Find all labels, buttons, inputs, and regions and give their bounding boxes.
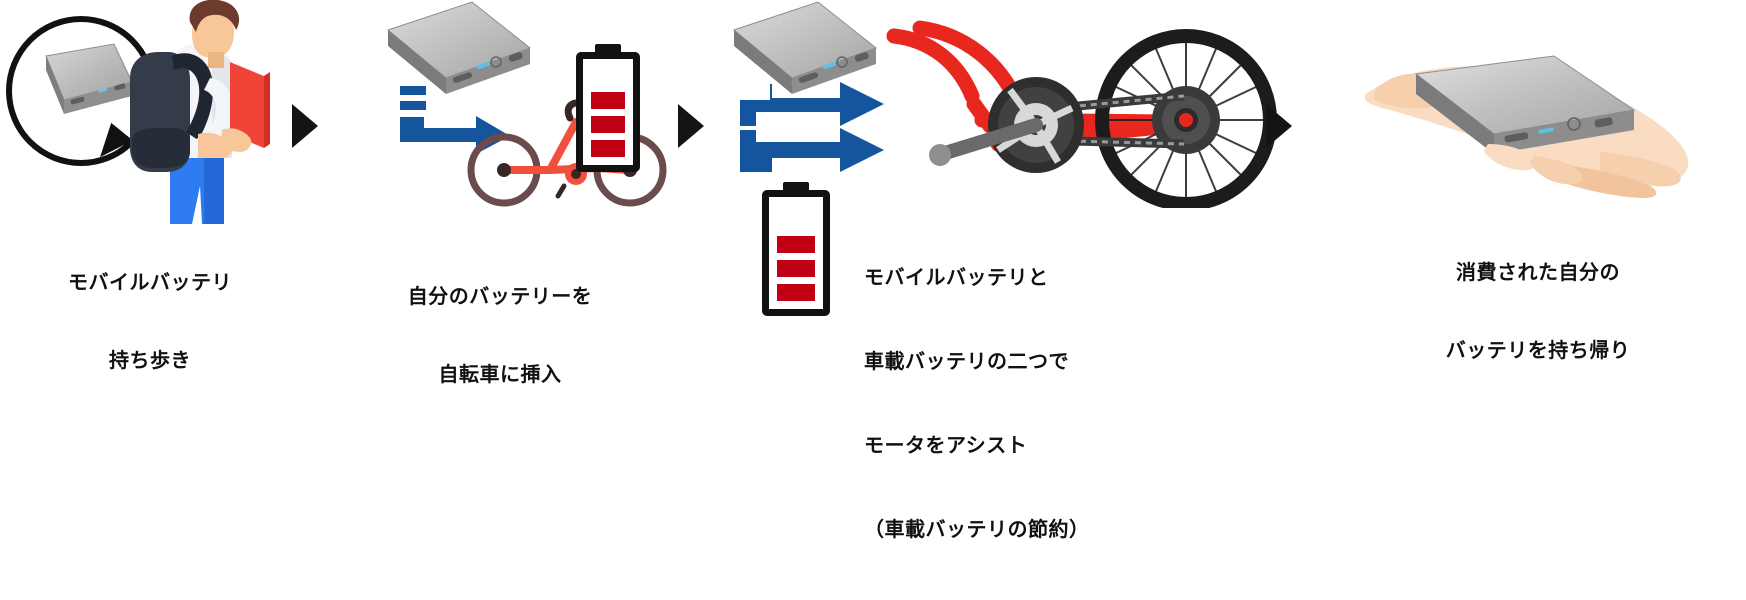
battery-cap [783, 182, 809, 191]
bicycle-drivetrain-icon [886, 20, 1277, 208]
step-2-caption: 自分のバッテリーを 自転車に挿入 [340, 232, 660, 440]
step-4-caption-line-2: バッテリを持ち帰り [1445, 340, 1631, 362]
battery-body [576, 52, 640, 172]
step-4-caption: 消費された自分の バッテリを持ち帰り [1330, 208, 1746, 416]
step-2-caption-line-1: 自分のバッテリーを [407, 286, 593, 308]
step-3-caption-line-3: モータをアシスト [864, 435, 1028, 457]
step-1-panel: モバイルバッテリ 持ち歩き [0, 0, 300, 414]
bicycle-icon [467, 99, 667, 207]
person-with-backpack-icon [130, 0, 270, 224]
battery-bars [591, 92, 625, 157]
hand-holding-power-bank-icon [1364, 55, 1689, 198]
blue-double-arrow-icon [740, 82, 884, 172]
step-2-panel: 自分のバッテリーを 自転車に挿入 [340, 0, 667, 414]
step-3-caption: モバイルバッテリと 車載バッテリの二つで モータをアシスト （車載バッテリの節約… [864, 208, 1304, 600]
battery-bar [777, 260, 815, 277]
arrow-step1-to-step2-icon [292, 104, 318, 148]
step-1-caption-line-1: モバイルバッテリ [68, 272, 232, 294]
power-bank-icon [386, 1, 532, 94]
battery-bar [591, 140, 625, 157]
step-3-caption-line-4: （車載バッテリの節約） [864, 519, 1090, 541]
battery-gauge-icon [762, 182, 830, 316]
step-3-panel: モバイルバッテリと 車載バッテリの二つで モータをアシスト （車載バッテリの節約… [726, 0, 1326, 541]
arrow-step3-to-step4-icon [1266, 104, 1292, 148]
battery-bar [777, 236, 815, 253]
step-4-caption-line-1: 消費された自分の [1456, 262, 1620, 284]
battery-body [762, 190, 830, 316]
step-4-panel: 消費された自分の バッテリを持ち帰り [1330, 0, 1746, 414]
step-1-caption-line-2: 持ち歩き [109, 350, 191, 372]
battery-gauge-icon [576, 44, 640, 172]
power-bank-icon [732, 1, 878, 94]
battery-cap [595, 44, 621, 53]
step-3-caption-line-1: モバイルバッテリと [864, 267, 1049, 289]
battery-bars [777, 236, 815, 301]
arrow-step2-to-step3-icon [678, 104, 704, 148]
step-2-caption-line-2: 自転車に挿入 [438, 364, 562, 386]
step-3-caption-line-2: 車載バッテリの二つで [864, 351, 1069, 373]
battery-bar [777, 284, 815, 301]
power-bank-icon [45, 43, 133, 114]
battery-bar [591, 116, 625, 133]
step-1-caption: モバイルバッテリ 持ち歩き [0, 218, 300, 426]
battery-bar [591, 92, 625, 109]
process-flow-diagram: モバイルバッテリ 持ち歩き [0, 0, 1746, 541]
